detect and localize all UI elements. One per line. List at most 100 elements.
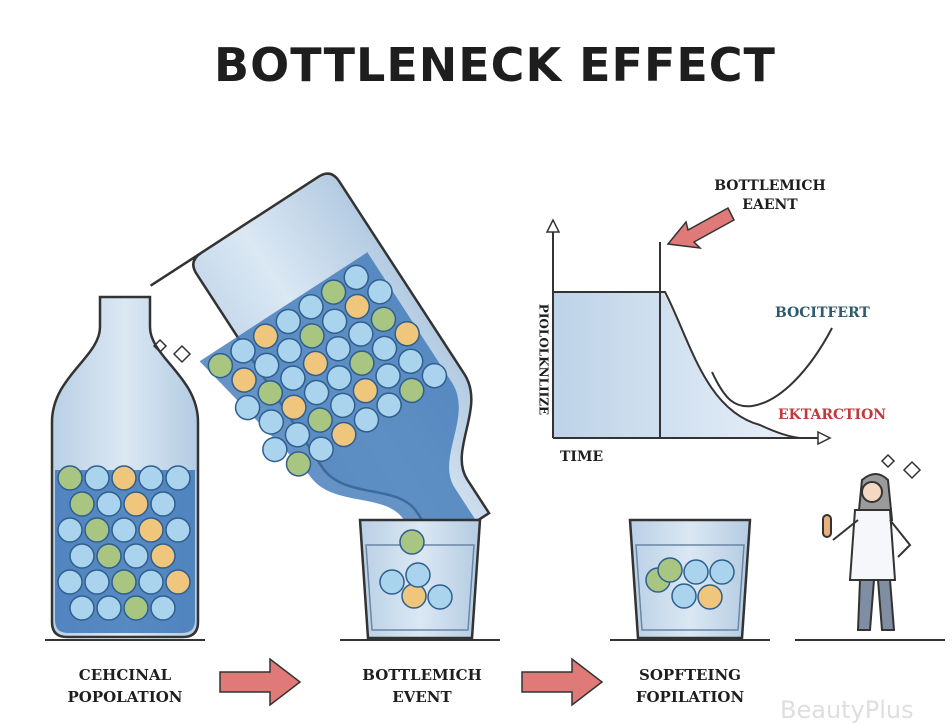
marble <box>96 595 122 621</box>
bottleneck-arrow <box>666 206 735 250</box>
marble <box>123 595 149 621</box>
marble <box>165 517 191 543</box>
marble <box>285 451 312 477</box>
marble <box>253 352 280 379</box>
marble <box>331 421 357 448</box>
marble <box>262 436 288 463</box>
marble <box>69 595 95 621</box>
marble <box>405 562 431 588</box>
marble <box>326 365 352 391</box>
marble <box>302 350 329 377</box>
marble <box>353 407 380 433</box>
marble <box>284 422 311 448</box>
marble <box>394 320 420 347</box>
marble <box>367 279 393 305</box>
marble <box>96 491 122 517</box>
page-title: BOTTLENECK EFFECT <box>214 38 776 92</box>
sparkle-icon <box>880 453 922 480</box>
marble <box>398 377 425 404</box>
marble <box>348 321 374 347</box>
marble <box>165 569 191 595</box>
marble <box>207 352 234 379</box>
marble <box>57 517 83 543</box>
marble <box>697 584 723 610</box>
marble <box>276 337 303 364</box>
marble <box>352 377 379 404</box>
marble <box>57 569 83 595</box>
marble <box>401 583 427 609</box>
marble <box>69 543 95 569</box>
marble <box>258 409 285 435</box>
caption-line: SOPFTEING <box>639 666 741 684</box>
legend-extinction: EKTARCTION <box>778 407 887 423</box>
marble <box>325 335 351 362</box>
pouring-bottle <box>149 172 491 554</box>
marble <box>375 363 401 389</box>
marble <box>299 323 325 349</box>
caption-line: BOTTLEMICH <box>362 666 482 684</box>
marble <box>138 517 164 543</box>
marble <box>96 543 122 569</box>
scientist-figure <box>822 473 912 631</box>
marble <box>252 323 279 349</box>
x-axis-arrow <box>817 430 832 446</box>
caption-line: FOPILATION <box>635 688 745 706</box>
marble <box>308 436 334 462</box>
marble <box>303 379 330 406</box>
population-area <box>553 292 800 438</box>
marble <box>111 465 137 491</box>
marble <box>349 350 375 376</box>
marble <box>275 308 302 335</box>
marble <box>709 559 735 585</box>
marble <box>138 465 164 491</box>
marble <box>320 279 347 305</box>
marble <box>427 584 453 610</box>
flow-arrow-1 <box>219 657 302 707</box>
caption-original: CEHCINAL POPOLATION <box>35 664 215 708</box>
legend-recovery: BOCITFERT <box>775 305 870 321</box>
caption-line: CEHCINAL <box>78 666 172 684</box>
watermark: BeautyPlus <box>780 696 914 724</box>
marble <box>399 529 425 555</box>
flow-arrow-2 <box>521 657 604 707</box>
marble <box>84 517 110 543</box>
sparkle-icon <box>152 338 192 364</box>
y-axis-label: PIOLOLKNLIIZE <box>536 303 551 416</box>
caption-surviving: SOPFTEING FOPILATION <box>600 664 780 708</box>
marble <box>138 569 164 595</box>
bottleneck-cup <box>358 518 482 640</box>
marble <box>123 491 149 517</box>
original-bottle <box>50 295 200 639</box>
marble <box>281 394 307 421</box>
marble <box>379 569 405 595</box>
marble <box>165 465 191 491</box>
marble <box>257 380 283 406</box>
marble <box>307 407 333 433</box>
marble <box>57 465 83 491</box>
marble <box>657 557 683 583</box>
marble <box>298 294 324 320</box>
marble <box>321 308 348 334</box>
marble <box>84 465 110 491</box>
marble <box>343 264 369 291</box>
marble <box>150 595 176 621</box>
marble <box>84 569 110 595</box>
marble <box>376 392 402 418</box>
y-axis-arrow <box>545 218 561 233</box>
marble <box>371 335 398 362</box>
series-extinction-line <box>553 291 801 439</box>
marble <box>330 392 356 419</box>
marble <box>421 362 448 389</box>
marble <box>69 491 95 517</box>
marble <box>230 338 256 364</box>
chart-annotation: BOTTLEMICH EAENT <box>714 178 826 213</box>
marble <box>280 365 306 391</box>
marble <box>111 569 137 595</box>
marble <box>150 543 176 569</box>
marble <box>150 491 176 517</box>
marble <box>683 559 709 585</box>
caption-line: POPOLATION <box>67 688 183 706</box>
marble <box>344 293 371 320</box>
